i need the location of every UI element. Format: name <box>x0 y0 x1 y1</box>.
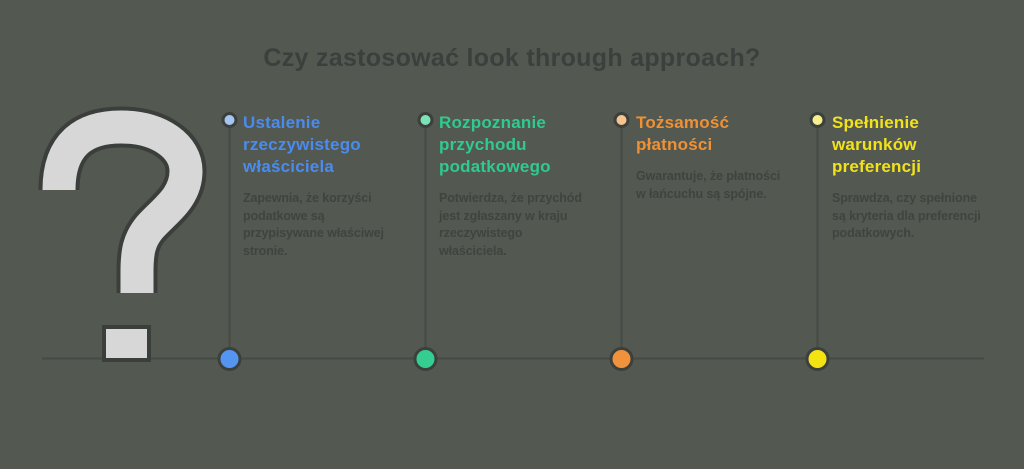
step-heading: Ustalenie rzeczywistego właściciela <box>243 113 361 176</box>
milestone-dot-icon-4 <box>805 347 830 371</box>
step-column-ustalenie-wlasciciela: Ustalenie rzeczywistego właściciela Zape… <box>243 112 425 260</box>
step-description: Gwarantuje, że płatności w łańcuchu są s… <box>636 169 781 201</box>
milestone-dot-icon-3 <box>609 347 634 371</box>
milestone-dot-icon-1 <box>217 347 242 371</box>
milestone-dot-icon-2 <box>413 347 438 371</box>
step-heading: Spełnienie warunków preferencji <box>832 113 922 176</box>
step-marker-icon-3 <box>613 112 630 128</box>
step-marker-icon-1 <box>221 112 238 128</box>
step-marker-icon-4 <box>809 112 826 128</box>
step-description: Sprawdza, czy spełnione są kryteria dla … <box>832 191 981 240</box>
question-mark-icon <box>38 106 207 362</box>
step-column-tozsamosc-platnosci: Tożsamość płatności Gwarantuje, że płatn… <box>636 112 818 203</box>
step-description: Potwierdza, że przychód jest zgłaszany w… <box>439 191 582 258</box>
step-description: Zapewnia, że korzyści podatkowe są przyp… <box>243 191 384 258</box>
step-heading: Rozpoznanie przychodu podatkowego <box>439 113 551 176</box>
step-column-rozpoznanie-przychodu: Rozpoznanie przychodu podatkowego Potwie… <box>439 112 621 260</box>
question-dot <box>102 325 151 362</box>
step-marker-icon-2 <box>417 112 434 128</box>
step-column-spelnienie-warunkow: Spełnienie warunków preferencji Sprawdza… <box>832 112 1014 243</box>
page-title: Czy zastosować look through approach? <box>263 44 761 72</box>
question-hook <box>42 110 203 293</box>
step-heading: Tożsamość płatności <box>636 113 730 154</box>
